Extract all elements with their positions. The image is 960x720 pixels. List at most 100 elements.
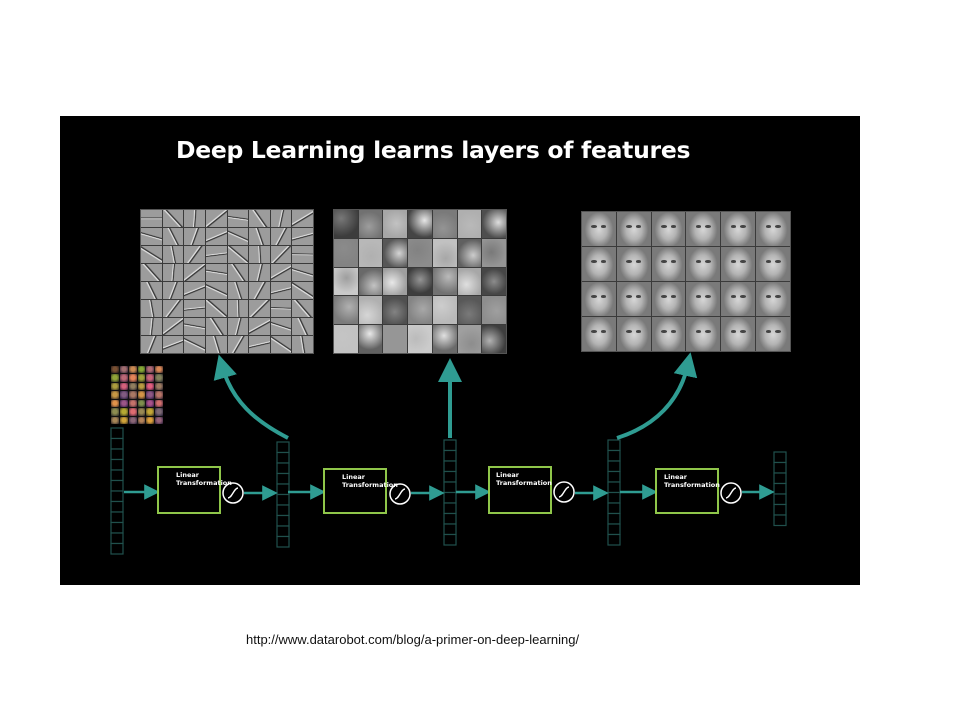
transform-label-3-line1: Linear (496, 471, 519, 479)
input-photo (111, 399, 119, 408)
feature-cell (292, 336, 313, 353)
feature-cell (205, 336, 227, 353)
feature-cell (205, 300, 227, 317)
vector-cell (443, 439, 457, 452)
vector-cell (276, 525, 290, 538)
feature-cell (249, 300, 270, 317)
feature-cell (651, 247, 686, 281)
vector-cell (110, 511, 124, 524)
input-photo (137, 416, 146, 424)
vector-cell (607, 439, 621, 452)
feature-cell (358, 325, 383, 353)
vector-cell (773, 482, 787, 495)
input-photo (119, 391, 128, 399)
source-url[interactable]: http://www.datarobot.com/blog/a-primer-o… (246, 632, 580, 647)
feature-cell (616, 282, 651, 316)
input-photo (128, 374, 137, 382)
feature-cell (482, 210, 506, 238)
feature-cell (162, 246, 184, 263)
feature-cell (686, 317, 721, 351)
feature-cell (249, 282, 270, 299)
feature-cell (162, 210, 184, 227)
feature-cell (358, 238, 383, 267)
transform-label-4: Linear Transformation (664, 473, 720, 489)
input-photo (137, 399, 146, 408)
input-photo (155, 408, 163, 416)
vector-cell (773, 493, 787, 506)
feature-cell (292, 318, 313, 335)
input-photo (137, 366, 146, 374)
transform-label-1-line1: Linear (176, 471, 199, 479)
feature-cell (205, 246, 227, 263)
input-photo (111, 391, 119, 399)
feature-cell (205, 264, 227, 281)
sigmoid-icon (227, 487, 239, 499)
input-photo (128, 366, 137, 374)
vector-cell (607, 481, 621, 494)
vector-cell (443, 533, 457, 546)
feature-cell (482, 267, 506, 296)
vector-cell (607, 502, 621, 515)
input-photo (119, 382, 128, 391)
vector-cell (110, 490, 124, 503)
input-photo (119, 416, 128, 424)
transform-label-1: Linear Transformation (176, 471, 232, 487)
feature-cell (141, 318, 162, 335)
feature-cell (292, 300, 313, 317)
vector-cell (276, 462, 290, 475)
vector-cell (276, 504, 290, 517)
feature-cell (184, 318, 205, 335)
vector-cell (110, 448, 124, 461)
vector-cell (443, 512, 457, 525)
feature-cell (249, 210, 270, 227)
transform-label-2: Linear Transformation (342, 473, 398, 489)
vector-cell (276, 514, 290, 527)
input-photo (128, 391, 137, 399)
input-photo (111, 366, 119, 374)
linear-transformation-box (655, 468, 719, 514)
network-diagram (110, 352, 787, 555)
vector-cell (607, 523, 621, 536)
vector-cell (110, 458, 124, 471)
feature-cell (141, 300, 162, 317)
feature-cell (383, 210, 408, 238)
feature-cell (162, 264, 184, 281)
feature-cell (141, 282, 162, 299)
part-feature-grid (333, 209, 507, 354)
feature-cell (616, 317, 651, 351)
feature-cell (292, 210, 313, 227)
vector-cell (276, 483, 290, 496)
vector-cell (443, 491, 457, 504)
vector-cell (607, 512, 621, 525)
feature-cell (141, 246, 162, 263)
input-photo (111, 416, 119, 424)
transform-label-4-line1: Linear (664, 473, 687, 481)
vector-cell (276, 441, 290, 454)
feature-cell (184, 246, 205, 263)
feature-cell (270, 282, 292, 299)
vector-cell (110, 479, 124, 492)
feature-cell (408, 238, 432, 267)
input-photo (146, 374, 155, 382)
feature-cell (141, 264, 162, 281)
feature-cell (184, 228, 205, 245)
feature-cell (383, 238, 408, 267)
feature-cell (184, 300, 205, 317)
feature-cell (227, 264, 249, 281)
feature-cell (205, 228, 227, 245)
input-photo (119, 374, 128, 382)
feature-cell (249, 228, 270, 245)
feature-cell (457, 296, 482, 325)
feature-cell (358, 296, 383, 325)
feature-cell (227, 300, 249, 317)
feature-cell (227, 336, 249, 353)
linear-transformation-box (323, 468, 387, 514)
feature-cell (457, 325, 482, 353)
feature-cell (721, 212, 756, 246)
feature-cell (756, 282, 790, 316)
feature-cell (358, 210, 383, 238)
input-photo-collage (111, 366, 163, 424)
feature-cell (383, 296, 408, 325)
input-photo (155, 382, 163, 391)
feature-cell (205, 282, 227, 299)
